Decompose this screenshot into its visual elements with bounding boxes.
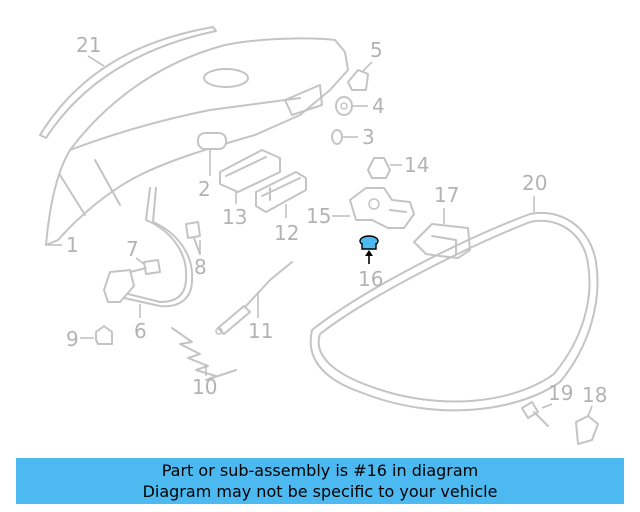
info-banner: Part or sub-assembly is #16 in diagram D… bbox=[16, 458, 624, 504]
callout-6: 6 bbox=[134, 304, 147, 343]
part-4-nut bbox=[335, 96, 353, 116]
svg-text:1: 1 bbox=[66, 233, 79, 257]
callout-17: 17 bbox=[434, 183, 459, 224]
svg-text:7: 7 bbox=[126, 237, 139, 261]
callout-12: 12 bbox=[274, 204, 299, 245]
part-8-bolt bbox=[185, 221, 201, 255]
svg-text:11: 11 bbox=[248, 319, 273, 343]
svg-text:10: 10 bbox=[192, 375, 217, 399]
part-20-seal bbox=[309, 211, 599, 412]
svg-text:14: 14 bbox=[404, 153, 429, 177]
svg-text:20: 20 bbox=[522, 171, 547, 195]
part-7-bolt bbox=[129, 259, 161, 275]
callout-1: 1 bbox=[48, 233, 79, 257]
part-14-clip bbox=[367, 157, 391, 179]
part-19-bolt bbox=[521, 401, 549, 427]
part-17-striker bbox=[413, 223, 471, 259]
svg-text:18: 18 bbox=[582, 383, 607, 407]
part-21-spoiler bbox=[39, 26, 217, 139]
callout-4: 4 bbox=[352, 94, 385, 118]
callout-7: 7 bbox=[126, 237, 145, 265]
svg-text:19: 19 bbox=[548, 381, 573, 405]
part-18-clip bbox=[575, 415, 599, 445]
callout-10: 10 bbox=[192, 364, 217, 399]
callout-16-label: 16 bbox=[358, 267, 383, 291]
svg-text:6: 6 bbox=[134, 319, 147, 343]
svg-text:13: 13 bbox=[222, 205, 247, 229]
callout-8: 8 bbox=[194, 240, 207, 279]
banner-line-1: Part or sub-assembly is #16 in diagram bbox=[161, 461, 479, 480]
svg-text:15: 15 bbox=[306, 204, 331, 228]
part-9-cap bbox=[95, 325, 113, 345]
svg-text:4: 4 bbox=[372, 94, 385, 118]
part-13-lamp bbox=[219, 149, 281, 193]
part-6-hinge bbox=[103, 187, 194, 308]
callout-13: 13 bbox=[222, 192, 247, 229]
part-15-latch bbox=[349, 187, 415, 229]
svg-text:12: 12 bbox=[274, 221, 299, 245]
svg-text:17: 17 bbox=[434, 183, 459, 207]
callout-9: 9 bbox=[66, 327, 94, 351]
part-11-strut bbox=[215, 261, 293, 335]
part-3-ring bbox=[331, 129, 343, 145]
callout-3: 3 bbox=[343, 125, 375, 149]
svg-text:3: 3 bbox=[362, 125, 375, 149]
callout-5: 5 bbox=[361, 38, 383, 73]
svg-text:8: 8 bbox=[194, 255, 207, 279]
svg-text:21: 21 bbox=[76, 33, 101, 57]
part-10-spring bbox=[171, 327, 237, 381]
callout-16: 16 bbox=[358, 250, 383, 291]
part-16-bump-stop bbox=[359, 235, 379, 250]
callout-18: 18 bbox=[582, 383, 607, 417]
part-2-lens bbox=[197, 132, 227, 150]
callout-20: 20 bbox=[522, 171, 547, 212]
part-5-bumper bbox=[347, 69, 369, 91]
part-12-lamp-assembly bbox=[255, 171, 307, 213]
svg-text:2: 2 bbox=[198, 177, 211, 201]
callout-15: 15 bbox=[306, 204, 350, 228]
callout-14: 14 bbox=[390, 153, 429, 177]
callout-21: 21 bbox=[76, 33, 105, 67]
svg-text:5: 5 bbox=[370, 38, 383, 62]
banner-line-2: Diagram may not be specific to your vehi… bbox=[142, 482, 498, 501]
callouts: 21 1 5 4 3 14 2 13 bbox=[48, 33, 607, 417]
callout-11: 11 bbox=[248, 292, 273, 343]
callout-19: 19 bbox=[541, 381, 573, 409]
svg-text:9: 9 bbox=[66, 327, 79, 351]
callout-2: 2 bbox=[198, 150, 211, 201]
